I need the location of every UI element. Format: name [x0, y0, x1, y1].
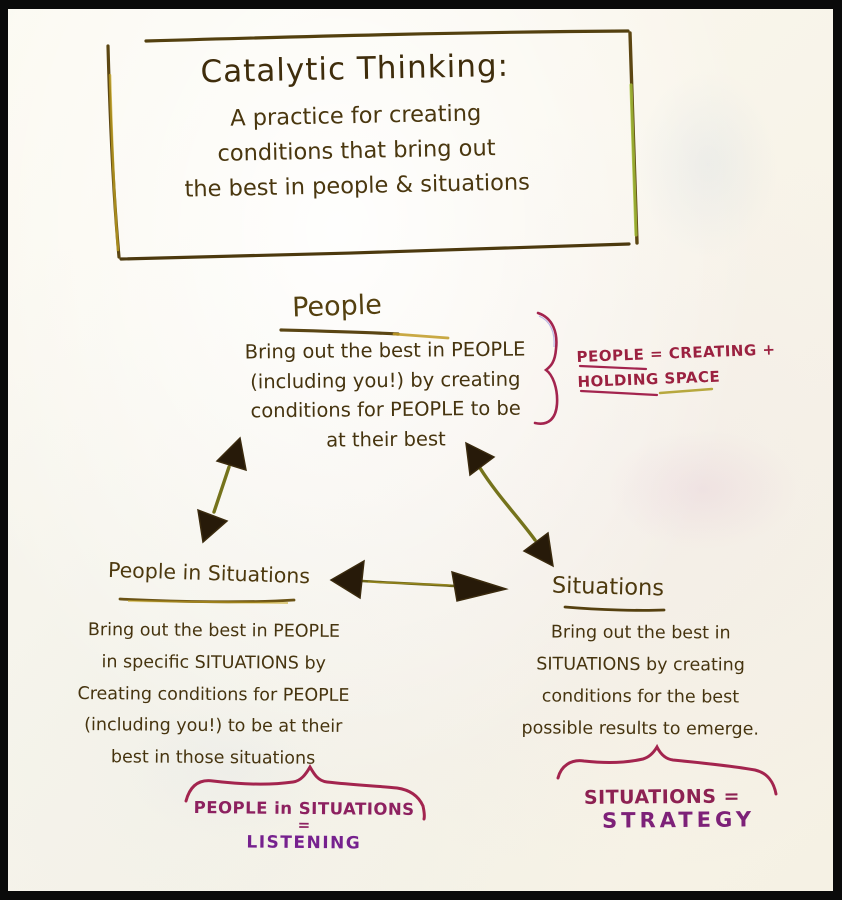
body-line: SITUATIONS by creating [536, 654, 745, 676]
annotation-people-equals: PEOPLE = CREATING + HOLDING SPACE [576, 337, 788, 395]
node-body-situations: Bring out the best in SITUATIONS by crea… [478, 616, 804, 746]
annotation-line: SITUATIONS = [583, 785, 741, 809]
node-body-people-in-situations: Bring out the best in PEOPLE in specific… [45, 615, 381, 776]
node-heading-people: People [291, 289, 383, 324]
marker-smudge [638, 69, 778, 259]
body-line: possible results to emerge. [521, 718, 760, 740]
body-line: Bring out the best in PEOPLE [87, 620, 341, 642]
body-line: Bring out the best in [550, 622, 731, 644]
body-line: (including you!) to be at their [84, 715, 343, 738]
body-line: (including you!) by creating [250, 367, 521, 393]
body-line: conditions for the best [541, 686, 740, 708]
body-line: Bring out the best in PEOPLE [244, 337, 526, 364]
node-body-people: Bring out the best in PEOPLE (including … [212, 334, 558, 456]
marker-smudge [608, 429, 798, 549]
annotation-people-in-situations-equals: PEOPLE in SITUATIONS = LISTENING [188, 798, 420, 854]
body-line: conditions for PEOPLE to be [250, 396, 521, 423]
title-box: Catalytic Thinking: A practice for creat… [98, 45, 613, 209]
node-heading-situations: Situations [551, 572, 665, 602]
annotation-situations-equals: SITUATIONS = STRATEGY [584, 785, 784, 833]
body-line: best in those situations [110, 747, 316, 769]
body-line: in specific SITUATIONS by [101, 652, 327, 674]
body-line: at their best [326, 426, 446, 452]
annotation-line: STRATEGY [601, 807, 756, 833]
annotation-line: LISTENING [246, 832, 362, 854]
body-line: Creating conditions for PEOPLE [77, 683, 350, 706]
